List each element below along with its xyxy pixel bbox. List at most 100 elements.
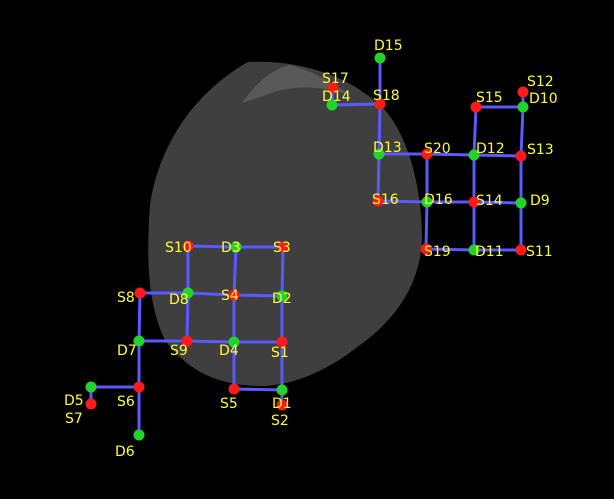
channel-d12-s13 — [472, 153, 523, 158]
detector-label-d10: D10 — [529, 91, 558, 107]
source-marker-s8 — [134, 287, 146, 299]
source-label-s20: S20 — [424, 141, 451, 157]
channel-s15-d12 — [472, 105, 478, 157]
source-marker-s10 — [182, 240, 194, 252]
channel-lines — [89, 56, 525, 437]
detector-label-d7: D7 — [117, 343, 137, 359]
detector-marker-d15 — [374, 52, 386, 64]
source-label-s16: S16 — [372, 192, 399, 208]
detector-label-d5: D5 — [64, 393, 84, 409]
detector-marker-d16 — [421, 196, 433, 208]
channel-s16-d16 — [376, 199, 429, 204]
detector-label-d16: D16 — [424, 192, 453, 208]
detector-label-d8: D8 — [169, 292, 189, 308]
detector-label-d4: D4 — [219, 343, 239, 359]
detector-marker-d13 — [373, 148, 385, 160]
source-label-s6: S6 — [117, 394, 135, 410]
detector-label-d6: D6 — [115, 444, 135, 460]
detector-label-d11: D11 — [475, 244, 504, 260]
source-label-s17: S17 — [322, 71, 349, 87]
source-marker-s7 — [85, 398, 97, 410]
source-label-s10: S10 — [165, 240, 192, 256]
detector-marker-d6 — [133, 429, 145, 441]
source-label-s9: S9 — [170, 343, 188, 359]
source-marker-s20 — [421, 148, 433, 160]
source-marker-s15 — [470, 101, 482, 113]
source-marker-s14 — [468, 196, 480, 208]
channel-d14-s18 — [330, 102, 382, 107]
detector-marker-d5 — [85, 381, 97, 393]
channel-s3-d2 — [280, 245, 285, 298]
source-label-s8: S8 — [117, 290, 135, 306]
head-model — [148, 61, 422, 386]
source-marker-s18 — [374, 98, 386, 110]
detector-label-d3: D3 — [221, 240, 241, 256]
channel-s9-d4 — [185, 339, 236, 344]
optode-markers — [85, 52, 529, 441]
source-label-s4: S4 — [221, 288, 239, 304]
source-marker-s17 — [327, 82, 339, 94]
channel-s14-d9 — [472, 200, 523, 205]
channel-d3-s4 — [232, 245, 238, 297]
detector-label-d1: D1 — [272, 396, 292, 412]
source-label-s7: S7 — [65, 411, 83, 427]
detector-label-d2: D2 — [272, 291, 292, 307]
channel-s20-d12 — [425, 152, 476, 157]
detector-label-d9: D9 — [530, 193, 550, 209]
source-label-s5: S5 — [220, 396, 238, 412]
source-label-s14: S14 — [476, 193, 503, 209]
source-label-s11: S11 — [526, 244, 553, 260]
source-marker-s2 — [276, 399, 288, 411]
source-marker-s3 — [277, 241, 289, 253]
source-marker-s12 — [517, 86, 529, 98]
detector-label-d12: D12 — [476, 141, 505, 157]
detector-label-d15: D15 — [374, 38, 403, 54]
source-marker-s13 — [515, 150, 527, 162]
source-marker-s1 — [276, 336, 288, 348]
detector-marker-d3 — [230, 241, 242, 253]
detector-marker-d10 — [517, 101, 529, 113]
channel-s19-d11 — [424, 247, 476, 252]
channel-d10-s13 — [519, 105, 525, 158]
source-label-s3: S3 — [273, 240, 291, 256]
detector-marker-d2 — [276, 290, 288, 302]
source-marker-s19 — [420, 243, 432, 255]
channel-s4-d2 — [232, 293, 284, 298]
detector-marker-d7 — [133, 335, 145, 347]
source-label-s12: S12 — [527, 74, 554, 90]
detector-marker-d4 — [228, 336, 240, 348]
source-marker-s6 — [133, 381, 145, 393]
source-marker-s9 — [181, 335, 193, 347]
channel-s18-d13 — [377, 102, 382, 156]
detector-label-d13: D13 — [373, 140, 402, 156]
channel-d16-s19 — [424, 200, 429, 251]
detector-label-d14: D14 — [322, 89, 351, 105]
source-label-s15: S15 — [476, 90, 503, 106]
detector-marker-d12 — [468, 149, 480, 161]
channel-d8-s9 — [185, 291, 190, 343]
source-label-s19: S19 — [424, 244, 451, 260]
detector-marker-d14 — [326, 99, 338, 111]
channel-d13-s16 — [376, 152, 381, 203]
channel-s10-d3 — [186, 244, 238, 249]
channel-s8-d7 — [137, 291, 142, 343]
head-shape — [148, 61, 422, 386]
source-label-s2: S2 — [271, 413, 289, 429]
detector-marker-d11 — [468, 244, 480, 256]
head-highlight — [242, 65, 350, 103]
source-label-s13: S13 — [527, 142, 554, 158]
source-marker-s16 — [372, 195, 384, 207]
source-marker-s4 — [228, 289, 240, 301]
source-marker-s11 — [515, 244, 527, 256]
detector-marker-d1 — [276, 384, 288, 396]
source-label-s1: S1 — [271, 345, 289, 361]
channel-s5-d1 — [232, 387, 284, 392]
detector-marker-d9 — [515, 197, 527, 209]
channel-d8-s4 — [186, 291, 236, 297]
detector-marker-d8 — [182, 287, 194, 299]
source-label-s18: S18 — [373, 88, 400, 104]
source-marker-s5 — [228, 383, 240, 395]
